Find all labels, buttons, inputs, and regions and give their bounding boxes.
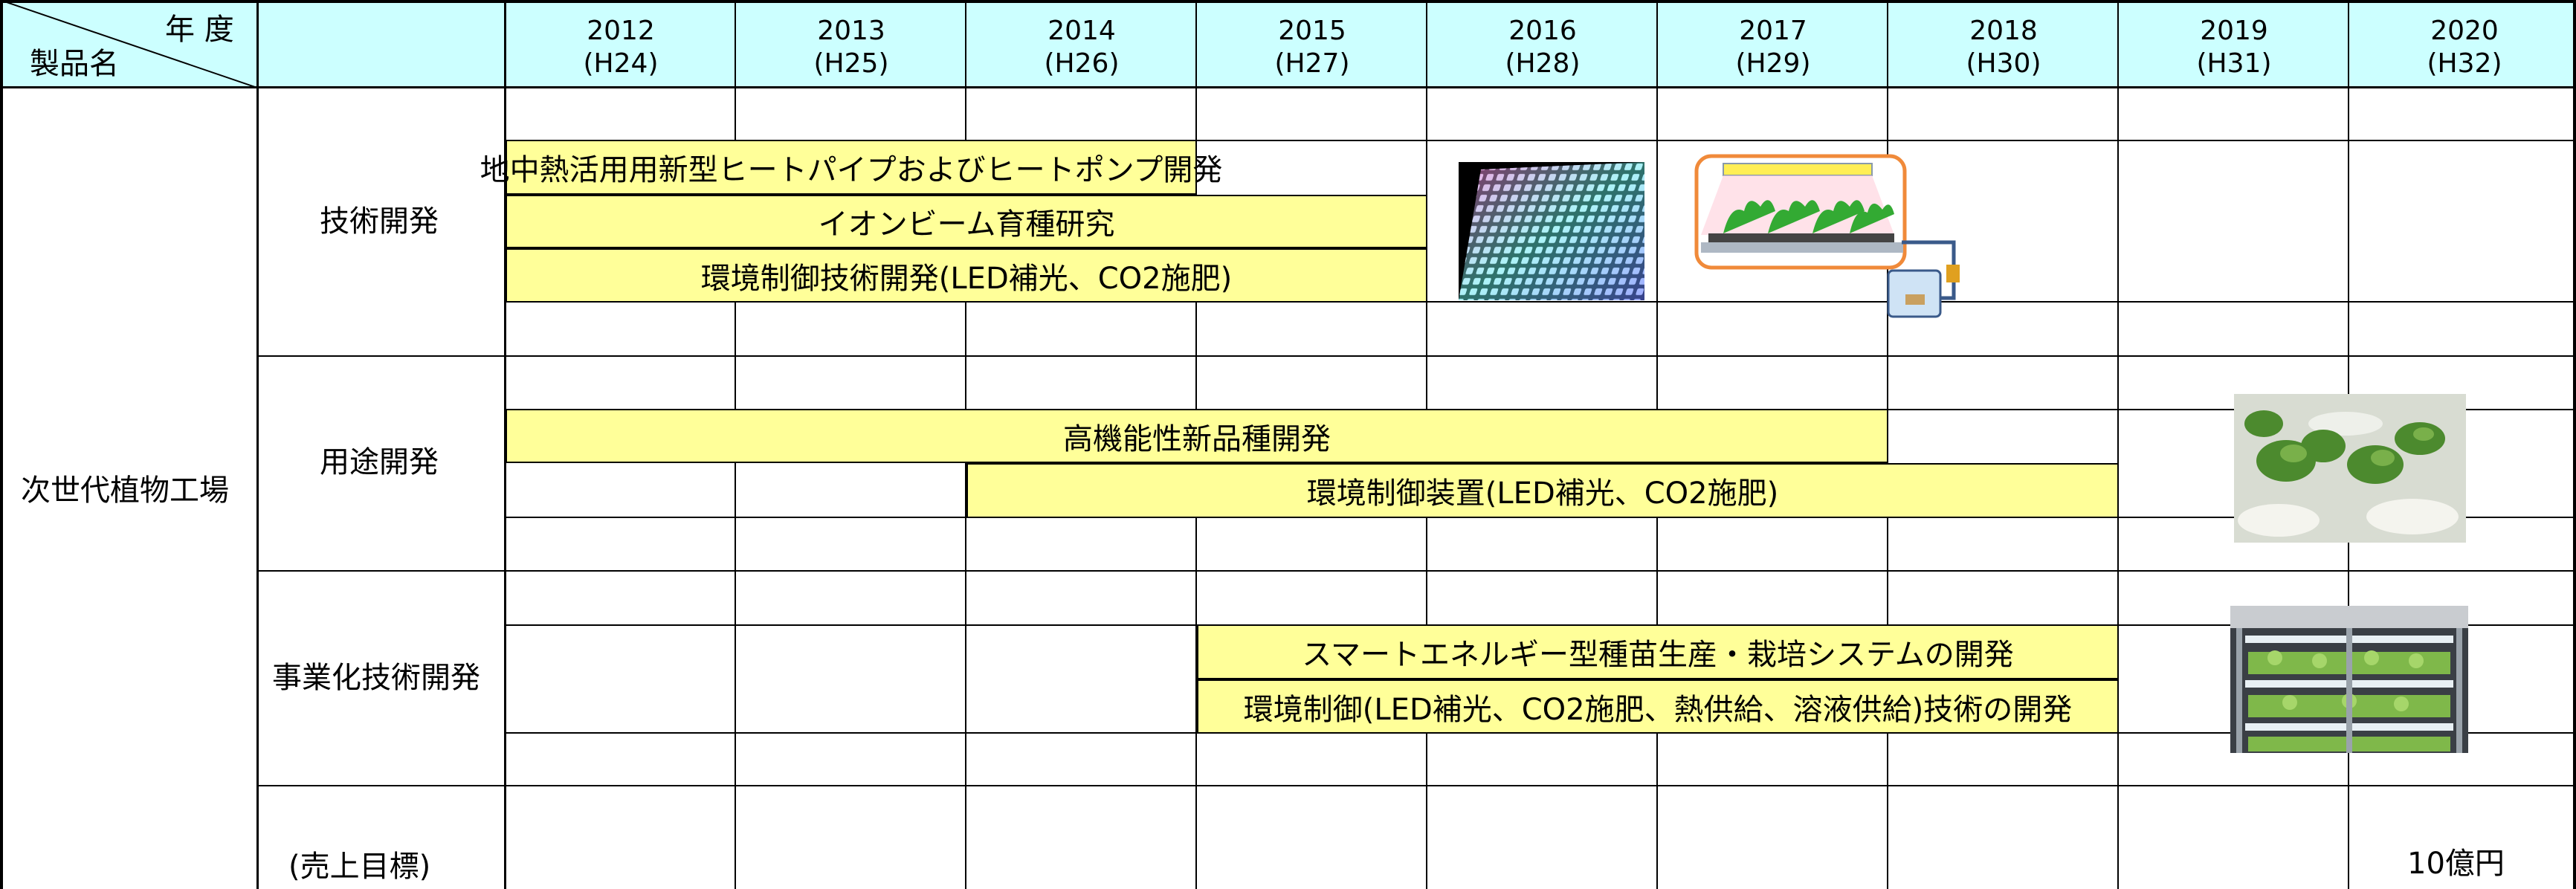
- section-line: [256, 785, 2576, 786]
- era-2012: (H24): [583, 48, 659, 79]
- lettuce-seedlings-photo: [2234, 394, 2466, 543]
- bar-env-control-tech: 環境制御技術開発(LED補光、CO2施肥): [506, 248, 1427, 303]
- header-bottom-line: [0, 86, 2576, 88]
- section-line: [256, 570, 2576, 572]
- era-2016: (H28): [1505, 48, 1581, 79]
- vline-product: [256, 0, 259, 889]
- era-2019: (H31): [2196, 48, 2272, 79]
- led-panel-image: [1459, 162, 1644, 300]
- hline: [506, 301, 2576, 303]
- border-right: [2573, 0, 2576, 889]
- section-line: [256, 355, 2576, 357]
- bar-high-function-variety: 高機能性新品種開発: [506, 409, 1888, 463]
- bar-env-control-device: 環境制御装置(LED補光、CO2施肥): [966, 463, 2119, 518]
- header-row-bg: [0, 0, 2576, 88]
- sales-target-value: 10億円: [2407, 847, 2505, 881]
- plant-factory-racks-photo: [2230, 606, 2468, 753]
- product-name: 次世代植物工場: [21, 473, 229, 508]
- border-left: [0, 0, 3, 889]
- era-2015: (H27): [1274, 48, 1350, 79]
- corner-diagonal: [0, 0, 257, 88]
- year-2020: 2020: [2430, 16, 2499, 46]
- year-2018: 2018: [1969, 16, 2038, 46]
- year-2012: 2012: [587, 16, 655, 46]
- bar-heatpipe: 地中熱活用用新型ヒートパイプおよびヒートポンプ開発: [480, 140, 1222, 195]
- era-2020: (H32): [2427, 48, 2502, 79]
- year-2016: 2016: [1508, 16, 1577, 46]
- section-label-sales: (売上目標): [288, 850, 431, 884]
- corner-year-label: 年 度: [165, 13, 234, 47]
- corner-product-label: 製品名: [30, 47, 119, 81]
- era-2017: (H29): [1735, 48, 1811, 79]
- year-2014: 2014: [1047, 16, 1116, 46]
- era-2014: (H26): [1044, 48, 1120, 79]
- vline: [2117, 0, 2119, 889]
- era-2013: (H25): [813, 48, 889, 79]
- year-2015: 2015: [1278, 16, 1346, 46]
- year-2019: 2019: [2200, 16, 2268, 46]
- bar-ion-beam: イオンビーム育種研究: [506, 195, 1427, 248]
- border-top: [0, 0, 2576, 3]
- bar-smart-energy: スマートエネルギー型種苗生産・栽培システムの開発: [1197, 624, 2119, 679]
- year-2013: 2013: [817, 16, 885, 46]
- section-label-tech: 技術開発: [320, 204, 439, 239]
- year-2017: 2017: [1739, 16, 1807, 46]
- bar-env-control-dev: 環境制御(LED補光、CO2施肥、熱供給、溶液供給)技術の開発: [1197, 679, 2119, 734]
- section-label-biz: 事業化技術開発: [272, 661, 480, 695]
- section-label-app: 用途開発: [320, 445, 439, 479]
- vline-label: [504, 0, 506, 889]
- hydroponic-system-diagram: [1694, 153, 1969, 326]
- hline: [506, 140, 2576, 141]
- era-2018: (H30): [1966, 48, 2041, 79]
